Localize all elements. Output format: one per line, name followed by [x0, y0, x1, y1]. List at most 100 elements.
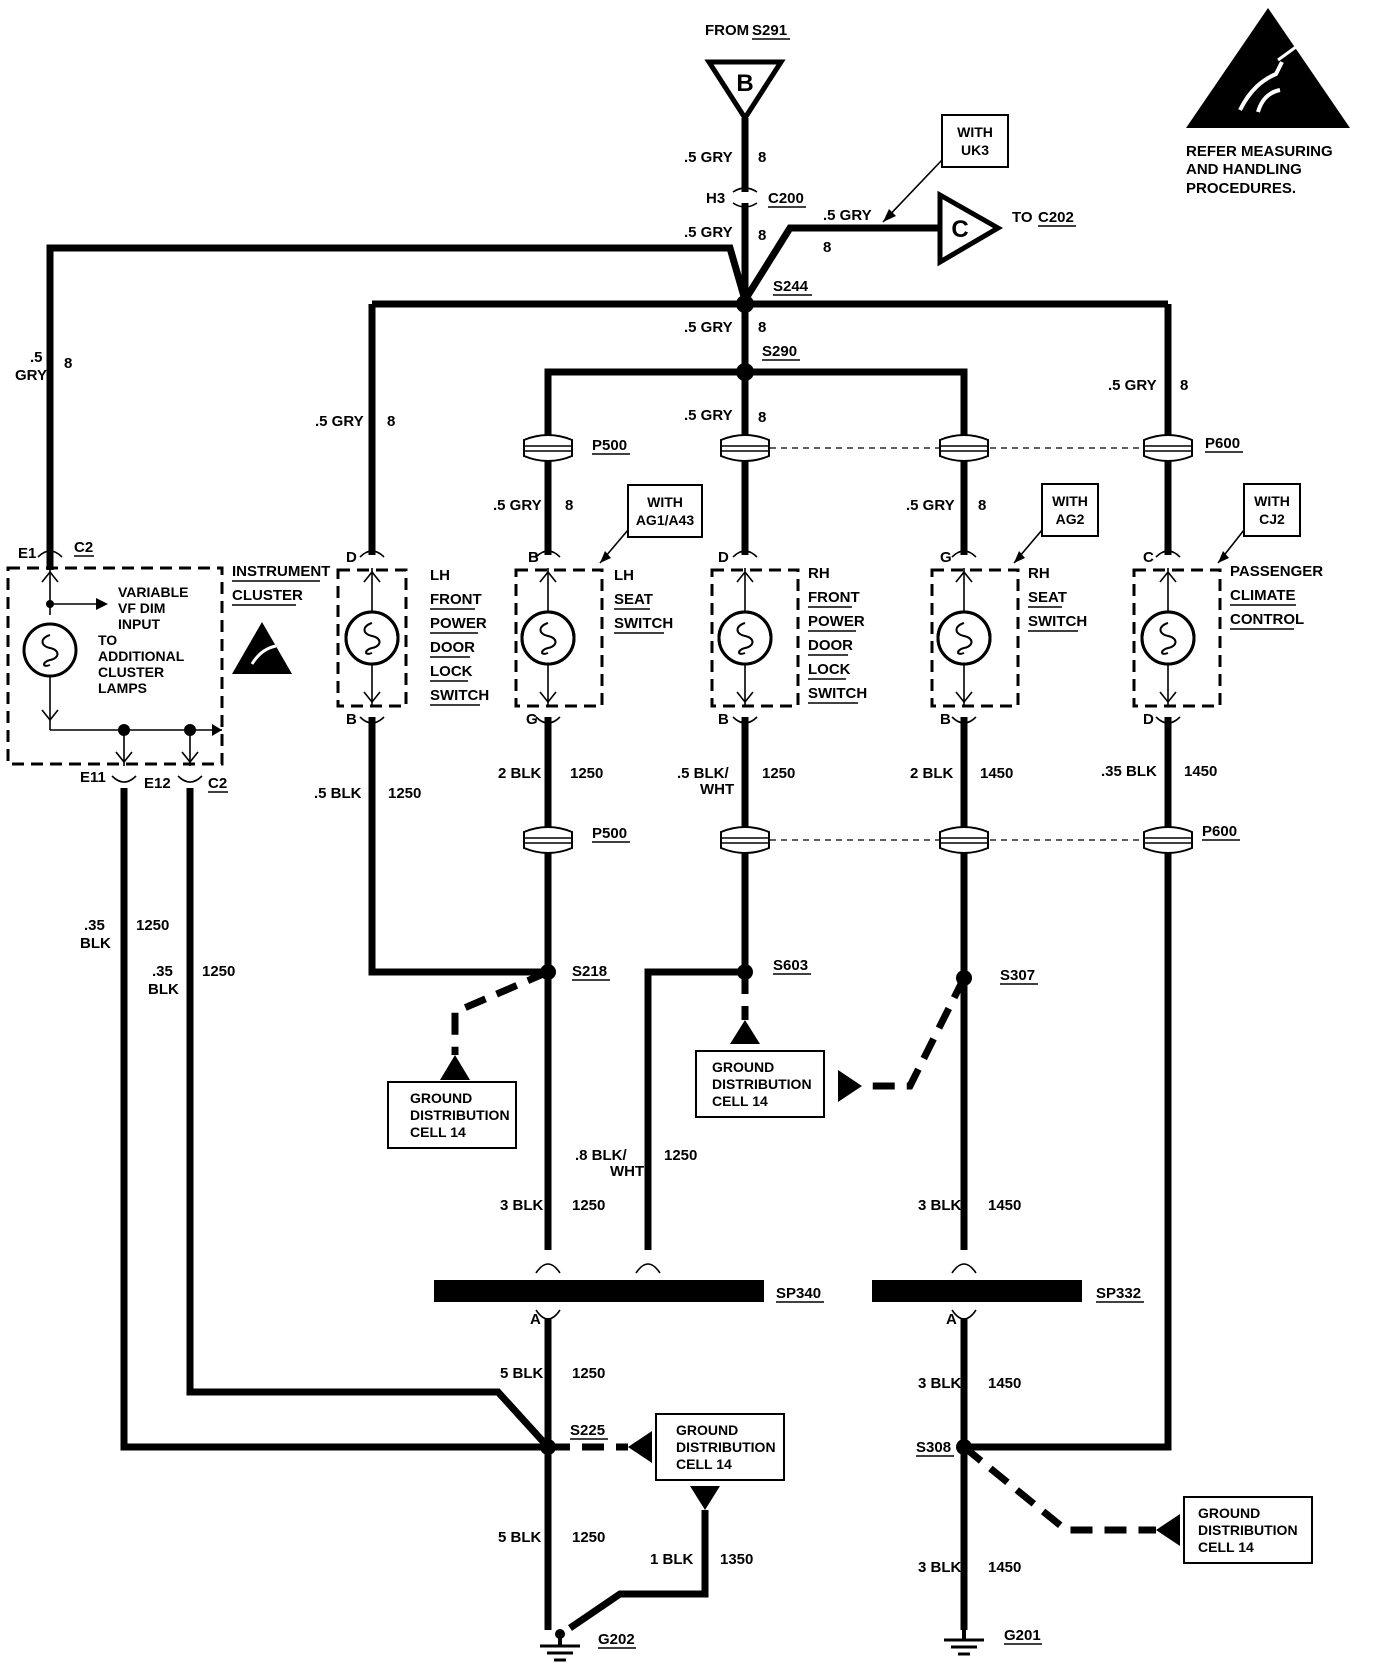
- wire-blk-lh-door-circuit: 1250: [388, 785, 421, 802]
- wire-blk-lh-door-gauge: .5 BLK: [314, 785, 362, 802]
- wire-gry-lh-door-gauge: .5 GRY: [315, 413, 364, 430]
- cluster-note-2: VF DIM: [118, 600, 165, 616]
- option-ag1-box: [627, 484, 703, 538]
- climate-name-3: CONTROL: [1230, 611, 1304, 628]
- option-cj2-line1: WITH: [1254, 493, 1290, 509]
- conn-c2-bottom: C2: [208, 775, 227, 792]
- wire-blk-s603-circuit: 1250: [664, 1147, 697, 1164]
- ground-arrow-s308: [1156, 1514, 1180, 1546]
- wire-blk-rh-door-gauge2: WHT: [700, 781, 734, 798]
- wire-gry-s290-gauge: .5 GRY: [684, 407, 733, 424]
- wire-blk-climate-gauge: .35 BLK: [1101, 763, 1157, 780]
- conn-c2-top: C2: [74, 539, 93, 556]
- ground-ref-2-line3: CELL 14: [712, 1093, 768, 1109]
- wire-blk-climate-circuit: 1450: [1184, 763, 1217, 780]
- wire-blk-s307-sp332-gauge: 3 BLK: [918, 1197, 962, 1214]
- ground-g201-icon: [942, 1628, 986, 1656]
- esd-small-icon: [232, 622, 292, 674]
- sp332-pin-a: A: [946, 1311, 957, 1328]
- splice-s225-label: S225: [570, 1422, 605, 1439]
- cluster-note-1: VARIABLE: [118, 584, 189, 600]
- climate-pin-top: C: [1143, 549, 1154, 566]
- rh-door-pin-bottom: B: [718, 711, 729, 728]
- connector-c-icon: [937, 190, 1003, 267]
- ground-g202-icon: [538, 1634, 582, 1662]
- esd-line3: PROCEDURES.: [1186, 180, 1296, 197]
- wire-e12-circuit: 1250: [202, 963, 235, 980]
- rh-seat-name-1: RH: [1028, 565, 1050, 582]
- wire-e11-gauge2: BLK: [80, 935, 111, 952]
- lh-seat-pin-top: B: [528, 549, 539, 566]
- ground-ref-box-2: [695, 1050, 825, 1118]
- sp340-pin-a: A: [530, 1311, 541, 1328]
- esd-warning-icon: [1186, 8, 1350, 128]
- rh-seat-switch: [930, 550, 1020, 724]
- option-ag1-line1: WITH: [647, 494, 683, 510]
- rh-door-name-2: FRONT: [808, 589, 860, 606]
- conn-p500-bottom: P500: [592, 825, 627, 842]
- ground-ref-2-line2: DISTRIBUTION: [712, 1076, 812, 1092]
- option-ag2-line1: WITH: [1052, 493, 1088, 509]
- cluster-name-2: CLUSTER: [232, 587, 303, 604]
- conn-p600-top: P600: [1205, 435, 1240, 452]
- wire-gry-lh-seat-circuit: 8: [565, 497, 573, 514]
- wire-e11-circuit: 1250: [136, 917, 169, 934]
- lh-seat-pin-bottom: G: [526, 711, 538, 728]
- rh-seat-pin-bottom: B: [940, 711, 951, 728]
- splice-s218-label: S218: [572, 963, 607, 980]
- ground-ref-1-line1: GROUND: [410, 1090, 472, 1106]
- cluster-note-4: TO: [98, 632, 117, 648]
- wire-gry-c202-circuit: 8: [823, 239, 831, 256]
- wire-gry-lh-seat-gauge: .5 GRY: [493, 497, 542, 514]
- lh-door-name-2: FRONT: [430, 591, 482, 608]
- lh-seat-name-2: SEAT: [614, 591, 653, 608]
- wire-gry-s244-circuit: 8: [758, 319, 766, 336]
- cluster-note-3: INPUT: [118, 616, 160, 632]
- lh-door-name-1: LH: [430, 567, 450, 584]
- wire-blk-s603-gauge2: WHT: [610, 1163, 644, 1180]
- ground-ref-2-line1: GROUND: [712, 1059, 774, 1075]
- splice-s244-label: S244: [773, 278, 809, 295]
- wire-blk-s307-sp332-circuit: 1450: [988, 1197, 1021, 1214]
- lh-door-lock-switch: [336, 550, 408, 724]
- lh-door-pin-top: D: [346, 549, 357, 566]
- splice-pack-sp332: [872, 1280, 1082, 1302]
- wire-gry-c200-gauge: .5 GRY: [684, 224, 733, 241]
- cluster-note-7: LAMPS: [98, 680, 147, 696]
- lh-seat-name-3: SWITCH: [614, 615, 673, 632]
- splice-s290-label: S290: [762, 343, 797, 360]
- wire-blk-s603-gauge1: .8 BLK/: [575, 1147, 628, 1164]
- lh-door-name-6: SWITCH: [430, 687, 489, 704]
- wire-gry-left-gauge2: GRY: [15, 367, 47, 384]
- cluster-note-5: ADDITIONAL: [98, 648, 185, 664]
- wire-blk-rh-door-gauge1: .5 BLK/: [677, 765, 730, 782]
- option-ag2-box: [1041, 483, 1099, 537]
- splice-s307-label: S307: [1000, 967, 1035, 984]
- lh-seat-name-1: LH: [614, 567, 634, 584]
- wire-blk-sp340-s225-circuit: 1250: [572, 1365, 605, 1382]
- from-splice: S291: [752, 22, 787, 39]
- rh-door-name-3: POWER: [808, 613, 865, 630]
- climate-name-2: CLIMATE: [1230, 587, 1296, 604]
- option-uk3-line1: WITH: [957, 124, 993, 140]
- splice-s308-label: S308: [916, 1439, 951, 1456]
- wire-blk-s218-sp340-gauge: 3 BLK: [500, 1197, 544, 1214]
- wire-gry-top-gauge: .5 GRY: [684, 149, 733, 166]
- lh-door-name-3: POWER: [430, 615, 487, 632]
- instrument-cluster: [6, 550, 224, 783]
- cluster-note-6: CLUSTER: [98, 664, 164, 680]
- ground-ref-box-3: [655, 1413, 785, 1481]
- rh-seat-pin-top: G: [940, 549, 952, 566]
- ground-arrow-s218: [440, 1055, 470, 1080]
- climate-name-1: PASSENGER: [1230, 563, 1323, 580]
- wire-gry-left-circuit: 8: [64, 355, 72, 372]
- ground-ref-4-line2: DISTRIBUTION: [1198, 1522, 1298, 1538]
- splice-pack-sp332-label: SP332: [1096, 1285, 1141, 1302]
- wire-blk-rh-seat-gauge: 2 BLK: [910, 765, 954, 782]
- option-uk3-box: [941, 114, 1009, 168]
- ground-ref-3-line2: DISTRIBUTION: [676, 1439, 776, 1455]
- wire-blk-g202-alt-circuit: 1350: [720, 1551, 753, 1568]
- wire-blk-s308-g201-gauge: 3 BLK: [918, 1559, 962, 1576]
- wire-blk-rh-door-circuit: 1250: [762, 765, 795, 782]
- option-uk3-line2: UK3: [961, 142, 989, 158]
